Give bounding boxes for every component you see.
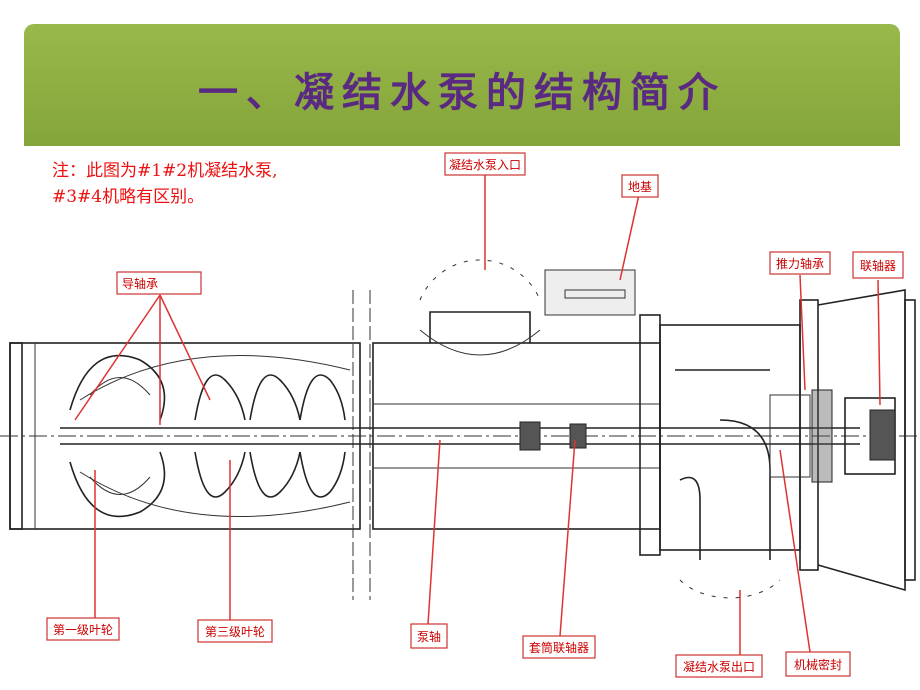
svg-text:凝结水泵入口: 凝结水泵入口 [449,157,521,172]
svg-text:推力轴承: 推力轴承 [776,256,824,271]
svg-text:联轴器: 联轴器 [860,258,896,273]
svg-text:导轴承: 导轴承 [122,276,158,291]
svg-text:第一级叶轮: 第一级叶轮 [53,623,113,637]
note-line-1: 注：此图为#1#2机凝结水泵, [52,161,278,181]
note-line-2: #3#4机略有区别。 [52,187,205,207]
inlet-nozzle [419,259,541,356]
svg-text:凝结水泵出口: 凝结水泵出口 [683,659,755,674]
svg-text:机械密封: 机械密封 [794,657,842,672]
label-guide-bearing: 导轴承 [116,271,202,295]
impeller-stages [69,354,351,518]
label-coupling: 联轴器 [852,251,904,279]
note: 注：此图为#1#2机凝结水泵, #3#4机略有区别。 [52,158,278,210]
page-title: 一、凝结水泵的结构简介 [198,69,726,116]
svg-text:第三级叶轮: 第三级叶轮 [205,625,265,639]
label-foundation: 地基 [621,174,659,198]
svg-text:套筒联轴器: 套筒联轴器 [529,640,589,655]
label-sleeve-coupling: 套筒联轴器 [522,635,596,659]
discharge-head [639,289,916,599]
label-inlet: 凝结水泵入口 [444,152,526,176]
label-thrust-bearing: 推力轴承 [769,251,831,275]
label-first-impeller: 第一级叶轮 [46,617,120,641]
label-mech-seal: 机械密封 [785,651,851,677]
label-third-impeller: 第三级叶轮 [197,619,273,643]
label-pump-shaft: 泵轴 [410,623,448,649]
label-outlet: 凝结水泵出口 [675,654,763,678]
title-banner: 一、凝结水泵的结构简介 [24,24,900,146]
svg-text:泵轴: 泵轴 [417,629,441,644]
pump-drawing [0,259,920,600]
leader-lines [74,175,881,655]
svg-text:地基: 地基 [628,180,652,194]
